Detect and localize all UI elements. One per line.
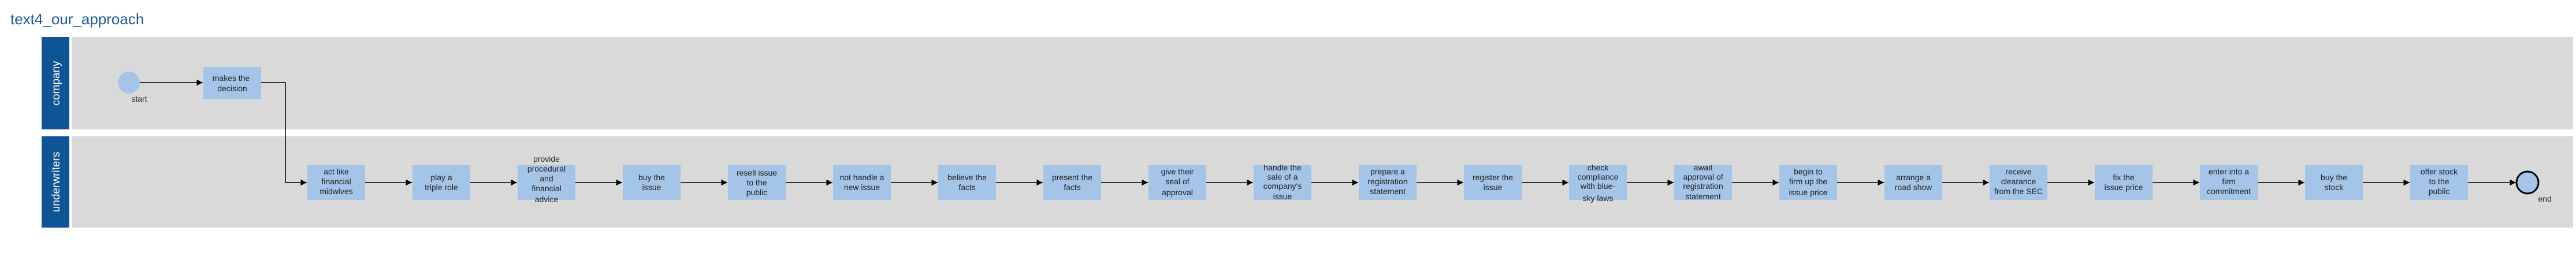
end-label: end — [2538, 194, 2551, 203]
lane-underwriters-label: underwriters — [50, 152, 62, 213]
lane-company: company — [42, 37, 2573, 129]
edge-decision-to-midwives — [261, 82, 307, 186]
lane-company-body — [72, 37, 2573, 129]
task-makes-the-decision[interactable] — [203, 67, 261, 99]
start-label: start — [131, 94, 147, 103]
lane-underwriters-header — [42, 136, 69, 228]
lane-company-label: company — [50, 61, 62, 106]
start-event[interactable] — [118, 72, 140, 94]
end-event[interactable] — [2515, 170, 2540, 195]
lane-underwriters: underwriters — [42, 136, 2573, 228]
diagram-title: text4_our_approach — [10, 10, 144, 28]
lane-underwriters-body — [72, 136, 2573, 228]
lane-company-header — [42, 37, 69, 129]
task-makes-the-decision-label: makes the decision — [213, 73, 252, 93]
